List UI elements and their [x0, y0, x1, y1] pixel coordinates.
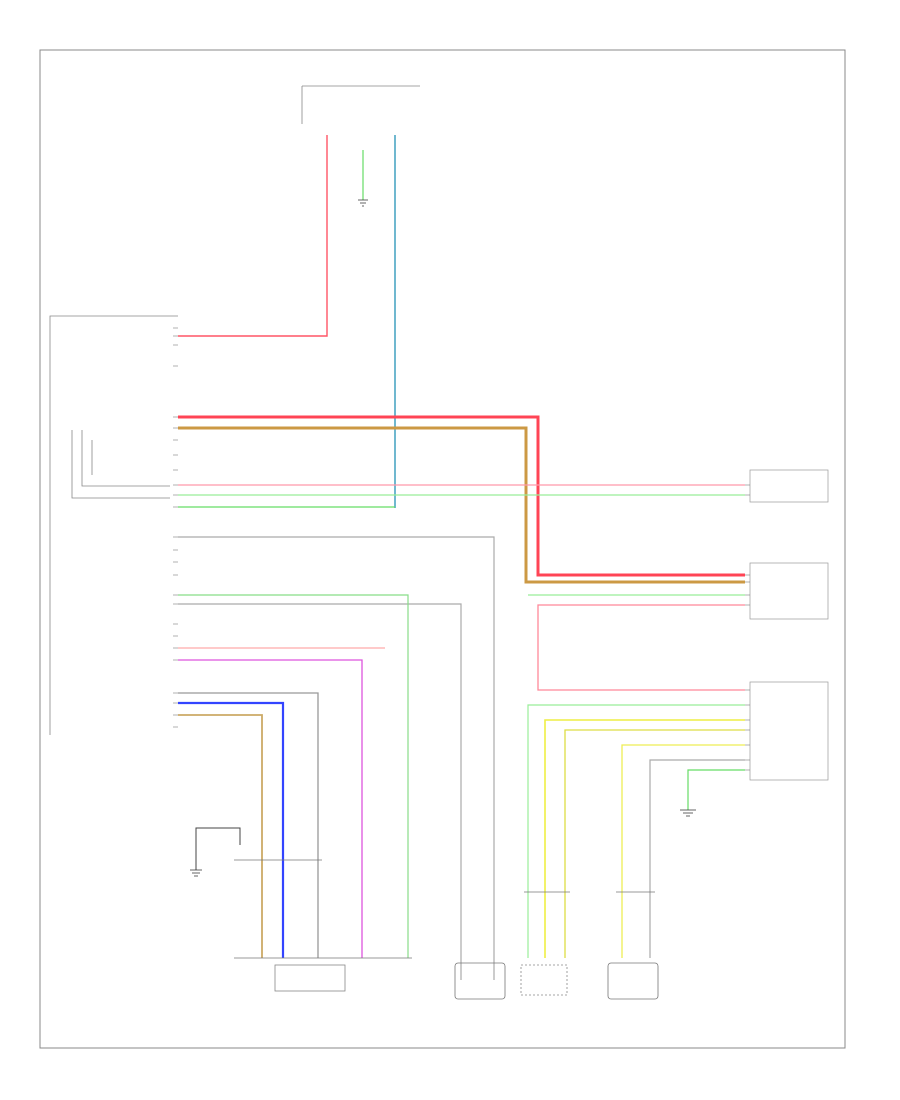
- bottom-connectors: [234, 859, 655, 959]
- bottom-component-1: [274, 964, 346, 992]
- right-component-2: [749, 562, 829, 620]
- bottom-component-3: [520, 964, 568, 996]
- right-connector-pins: [745, 484, 750, 771]
- wire-blue: [178, 701, 285, 958]
- wire-orange-bus: [178, 426, 745, 584]
- wire-ground-loop: [195, 827, 241, 870]
- wire-gray-3: [178, 692, 319, 958]
- wire-green-ground: [687, 769, 745, 810]
- wire-yellow-3: [621, 744, 745, 958]
- wire-gray-right: [649, 759, 745, 958]
- wire-red-power: [178, 135, 328, 337]
- wire-pink-loop: [537, 604, 745, 691]
- bottom-component-2: [454, 962, 506, 1000]
- wire-gray-1: [178, 536, 495, 980]
- wire-red-bus: [178, 415, 745, 577]
- left-module-bracket: [49, 315, 178, 735]
- wire-magenta: [178, 659, 363, 958]
- fuse-box: [301, 85, 420, 124]
- left-connector-pins: [173, 327, 178, 728]
- wire-layer: [178, 135, 745, 980]
- wire-green-mid: [178, 594, 409, 958]
- wire-gray-2: [178, 603, 462, 980]
- diagram-frame: [39, 49, 846, 1049]
- right-component-1: [749, 469, 829, 503]
- wire-yellow-2: [564, 729, 745, 958]
- ground-symbol: [358, 150, 368, 207]
- right-component-3: [749, 681, 829, 781]
- bottom-component-4: [607, 962, 659, 1000]
- wire-green-right-2: [527, 704, 745, 958]
- wire-yellow-1: [544, 719, 745, 958]
- wire-tan: [178, 714, 263, 958]
